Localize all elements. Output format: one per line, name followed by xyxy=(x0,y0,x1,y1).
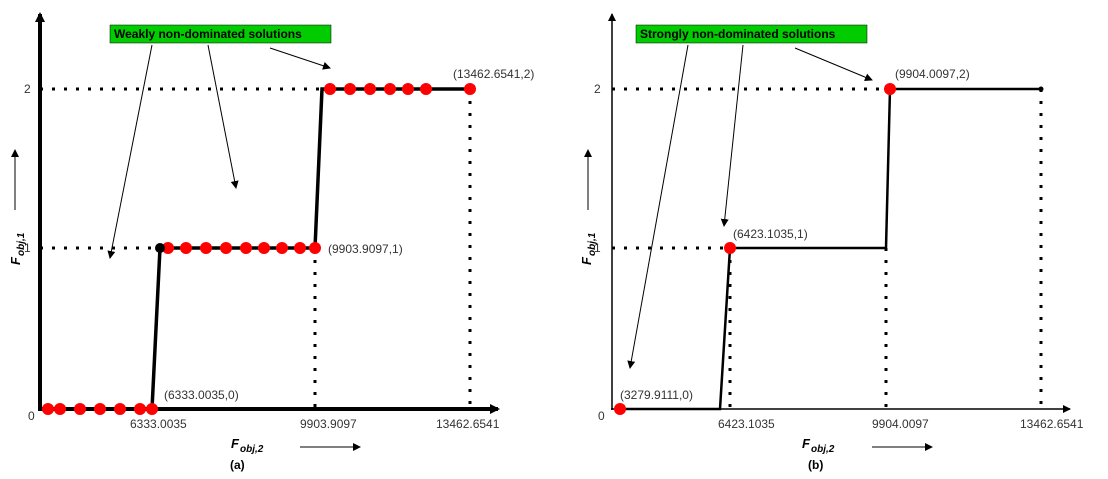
callout-arrow-2 xyxy=(720,44,744,227)
panel-b-point-label-3: (9904.0097,2) xyxy=(895,67,970,81)
solution-point xyxy=(464,83,476,95)
panel-b-x-axis-label-sub: obj,2 xyxy=(811,444,835,455)
panel-a-point-label-2: (9903.9097,1) xyxy=(328,242,403,256)
callout-arrow-2 xyxy=(207,44,239,189)
panel-a-callout-arrows xyxy=(107,44,331,259)
panel-b-ytick-2: 2 xyxy=(594,82,601,96)
panel-b-point-label-1: (3279.9111,0) xyxy=(620,388,693,402)
solution-point xyxy=(384,83,396,95)
solution-point xyxy=(420,83,432,95)
panel-b-y-axis-label-main: F xyxy=(579,256,594,265)
panel-a-x-axis-label-sub: obj,2 xyxy=(240,444,264,455)
solution-point xyxy=(724,242,736,254)
solution-point xyxy=(94,403,106,415)
solution-point xyxy=(162,242,174,254)
solution-point xyxy=(364,83,376,95)
solution-point xyxy=(614,403,626,415)
solution-point xyxy=(146,403,158,415)
solution-point xyxy=(74,403,86,415)
panel-a-origin-label: 0 xyxy=(28,409,35,423)
panel-b-x-axis-label: F obj,2 xyxy=(802,436,835,455)
panel-b-caption: (b) xyxy=(808,458,823,472)
panel-a: 0 1 2 6333.0035 9903.9097 13462.6541 (63… xyxy=(8,12,534,472)
panel-a-points xyxy=(42,83,476,415)
solution-point xyxy=(200,242,212,254)
callout-arrow-1 xyxy=(107,44,153,259)
panel-b-xtick-1: 6423.1035 xyxy=(718,417,775,431)
panel-a-xtick-1: 6333.0035 xyxy=(130,417,187,431)
panel-b-xtick-3: 13462.6541 xyxy=(1020,417,1084,431)
solution-point xyxy=(324,83,336,95)
panel-a-y-axis-label-sub: obj,1 xyxy=(16,232,27,256)
panel-a-y-axis-label-main: F xyxy=(8,256,23,265)
panel-b-xtick-2: 9904.0097 xyxy=(872,417,929,431)
panel-b-point-label-2: (6423.1035,1) xyxy=(733,227,808,241)
panel-a-black-point xyxy=(155,243,165,253)
panel-a-callout-box xyxy=(109,24,332,44)
panel-a-point-label-3: (13462.6541,2) xyxy=(453,67,534,81)
panel-a-x-axis-label: F obj,2 xyxy=(231,436,264,455)
panel-a-y-axis-label: F obj,1 xyxy=(8,232,27,265)
panel-b-guides xyxy=(612,87,1043,409)
solution-point xyxy=(114,403,126,415)
callout-arrow-3 xyxy=(269,47,331,70)
panel-b-y-axis-label-sub: obj,1 xyxy=(587,232,598,256)
solution-point xyxy=(180,242,192,254)
solution-point xyxy=(294,242,306,254)
solution-point xyxy=(42,403,54,415)
panel-b-points xyxy=(614,83,896,415)
panel-a-x-axis-label-main: F xyxy=(231,436,240,451)
panel-a-point-label-1: (6333.0035,0) xyxy=(164,388,239,402)
panel-a-guides xyxy=(40,87,472,409)
panel-b-origin-label: 0 xyxy=(598,409,605,423)
panel-b-ytick-1: 1 xyxy=(594,241,601,255)
solution-point xyxy=(220,242,232,254)
panel-a-ytick-2: 2 xyxy=(24,82,31,96)
panel-b-x-axis-label-main: F xyxy=(802,436,811,451)
panel-b-callout-box xyxy=(635,24,868,44)
solution-point xyxy=(258,242,270,254)
panel-a-xtick-3: 13462.6541 xyxy=(436,417,500,431)
solution-point xyxy=(402,83,414,95)
solution-point xyxy=(884,83,896,95)
solution-point xyxy=(309,242,321,254)
panel-b-callout-text: Strongly non-dominated solutions xyxy=(640,27,836,41)
panel-b-end-dot xyxy=(1038,86,1044,92)
callout-arrow-3 xyxy=(794,47,873,82)
panel-b-step-curve xyxy=(620,87,1041,411)
panel-a-xtick-2: 9903.9097 xyxy=(300,417,357,431)
solution-point xyxy=(276,242,288,254)
panel-b-callout-arrows xyxy=(627,44,873,369)
solution-point xyxy=(134,403,146,415)
panel-a-ytick-1: 1 xyxy=(24,241,31,255)
solution-point xyxy=(344,83,356,95)
panel-a-callout-text: Weakly non-dominated solutions xyxy=(114,27,302,41)
solution-point xyxy=(240,242,252,254)
panel-b: 0 1 2 6423.1035 9904.0097 13462.6541 (32… xyxy=(579,13,1084,472)
panel-b-y-axis-label: F obj,1 xyxy=(579,232,598,265)
callout-arrow-1 xyxy=(627,44,689,369)
solution-point xyxy=(54,403,66,415)
panel-a-caption: (a) xyxy=(230,458,245,472)
